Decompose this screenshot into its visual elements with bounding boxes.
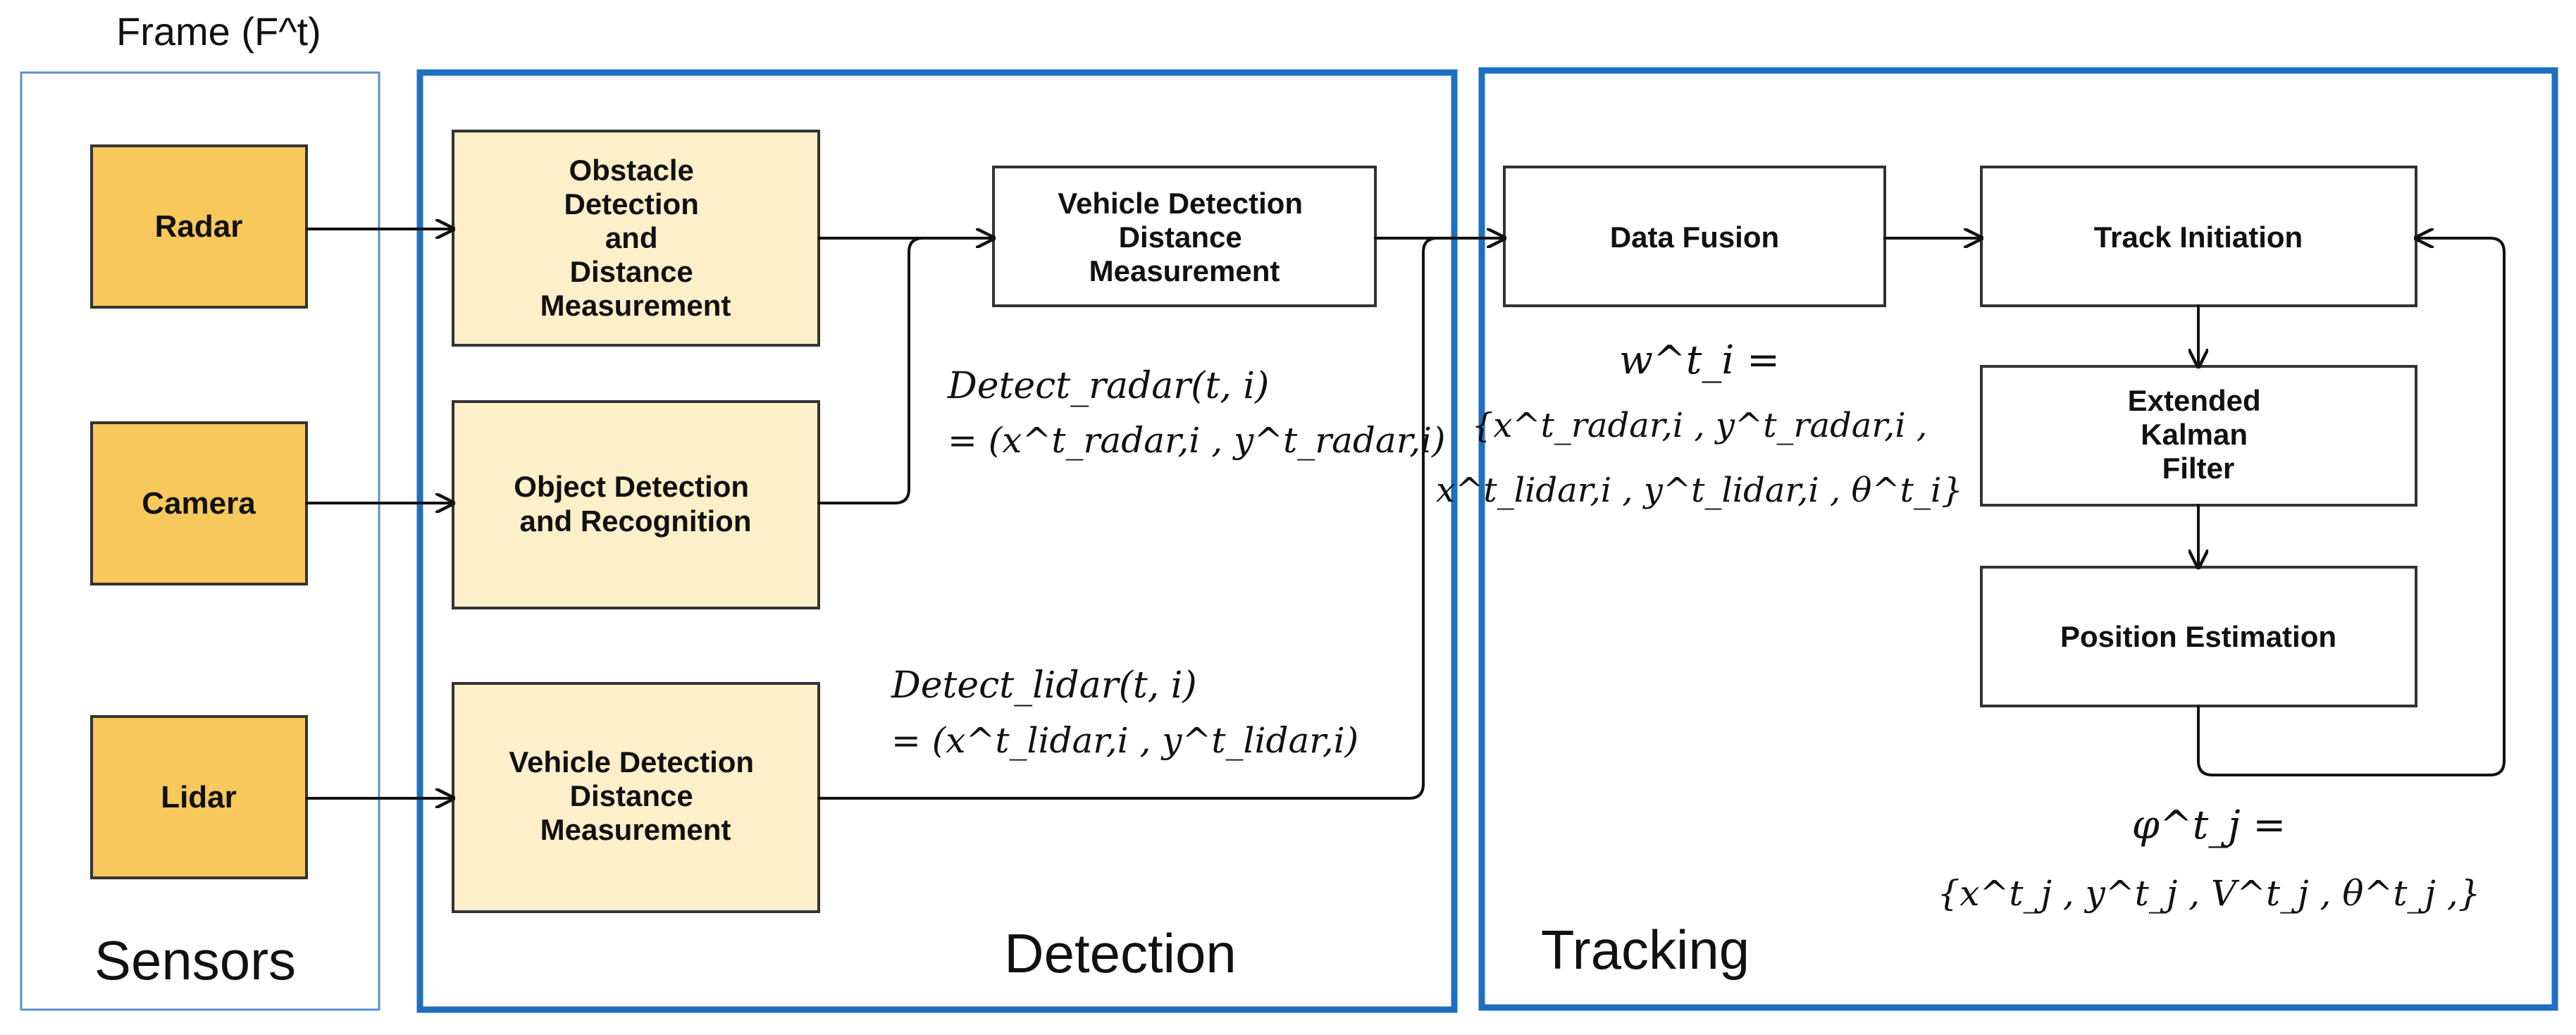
arrow-object-to-vehicle (817, 237, 924, 504)
obstacle-line-4: Distance (570, 255, 693, 288)
vehicle-detection-box: Vehicle Detection Distance Measurement (992, 166, 1377, 307)
object-detection-box: Object Detection and Recognition (452, 400, 820, 609)
lidar-vehicle-line-3: Measurement (540, 813, 731, 846)
detection-label: Detection (1004, 922, 1237, 984)
data-fusion-label: Data Fusion (1610, 221, 1779, 254)
svg-text:Extended Kalman Fi: Extended Kalman Filter (2128, 384, 2270, 485)
detect-lidar-eq-2: = (x^t_lidar,i , y^t_lidar,i) (891, 720, 1358, 761)
w-eq-2: {x^t_radar,i , y^t_radar,i , (1472, 406, 1927, 445)
data-fusion-box: Data Fusion (1503, 166, 1886, 307)
sensors-region (20, 71, 380, 1011)
ekf-line-3: Filter (2162, 452, 2235, 485)
w-eq-1: w^t_i = (1619, 337, 1780, 383)
vehicle-line-1: Vehicle Detection (1058, 187, 1303, 220)
detection-region (416, 69, 1458, 1013)
radar-label: Radar (155, 209, 243, 244)
arrow-lidar-detection-to-fusion (817, 237, 1439, 800)
lidar-box: Lidar (90, 715, 308, 879)
position-estimation-box: Position Estimation (1980, 566, 2417, 707)
lidar-vehicle-line-1: Vehicle Detection (509, 745, 754, 779)
obstacle-line-1: Obstacle (569, 154, 693, 187)
track-initiation-box: Track Initiation (1980, 166, 2417, 307)
detect-radar-eq-1: Detect_radar(t, i) (947, 365, 1269, 407)
radar-box: Radar (90, 144, 308, 309)
position-estimation-label: Position Estimation (2060, 620, 2336, 653)
obstacle-detection-box: Obstacle Detection and Distance Measurem… (452, 130, 820, 347)
lidar-vehicle-line-2: Distance (570, 779, 693, 812)
phi-eq-1: φ^t_j = (2132, 802, 2286, 848)
obstacle-line-2: Detection (564, 187, 698, 221)
svg-text:Object Detection and Rec: Object Detection and Recognition (514, 470, 757, 538)
detect-lidar-eq-1: Detect_lidar(t, i) (891, 664, 1197, 707)
obstacle-line-5: Measurement (540, 289, 731, 322)
svg-text:Vehicle Detection Distan: Vehicle Detection Distance Measurement (509, 745, 762, 846)
phi-eq-2: {x^t_j , y^t_j , V^t_j , θ^t_j ,} (1937, 873, 2480, 914)
svg-text:Vehicle Detection Distan: Vehicle Detection Distance Measurement (1058, 187, 1311, 287)
ekf-line-2: Kalman (2141, 418, 2248, 451)
camera-box: Camera (90, 421, 308, 585)
tracking-label: Tracking (1541, 919, 1750, 981)
lidar-label: Lidar (161, 780, 237, 814)
camera-label: Camera (142, 486, 256, 521)
w-eq-3: x^t_lidar,i , y^t_lidar,i , θ^t_i} (1436, 471, 1963, 510)
frame-label: Frame (F^t) (116, 9, 321, 54)
ekf-box: Extended Kalman Filter (1980, 365, 2417, 507)
object-line-1: Object Detection (514, 470, 749, 503)
vehicle-line-3: Measurement (1089, 254, 1280, 287)
vehicle-line-2: Distance (1119, 221, 1242, 254)
frame-label-text: Frame (F^t) (116, 9, 321, 54)
tracking-region (1478, 67, 2558, 1011)
lidar-vehicle-detection-box: Vehicle Detection Distance Measurement (452, 682, 820, 913)
arrow-feedback-loop (2197, 238, 2506, 776)
ekf-line-1: Extended (2128, 384, 2261, 417)
sensors-label: Sensors (94, 929, 296, 991)
object-line-2: and Recognition (520, 504, 752, 538)
track-initiation-label: Track Initiation (2094, 221, 2303, 254)
detect-radar-eq-2: = (x^t_radar,i , y^t_radar,i) (948, 420, 1446, 461)
svg-text:Obstacle Detection: Obstacle Detection and Distance Measurem… (540, 154, 731, 322)
obstacle-line-3: and (605, 221, 658, 254)
